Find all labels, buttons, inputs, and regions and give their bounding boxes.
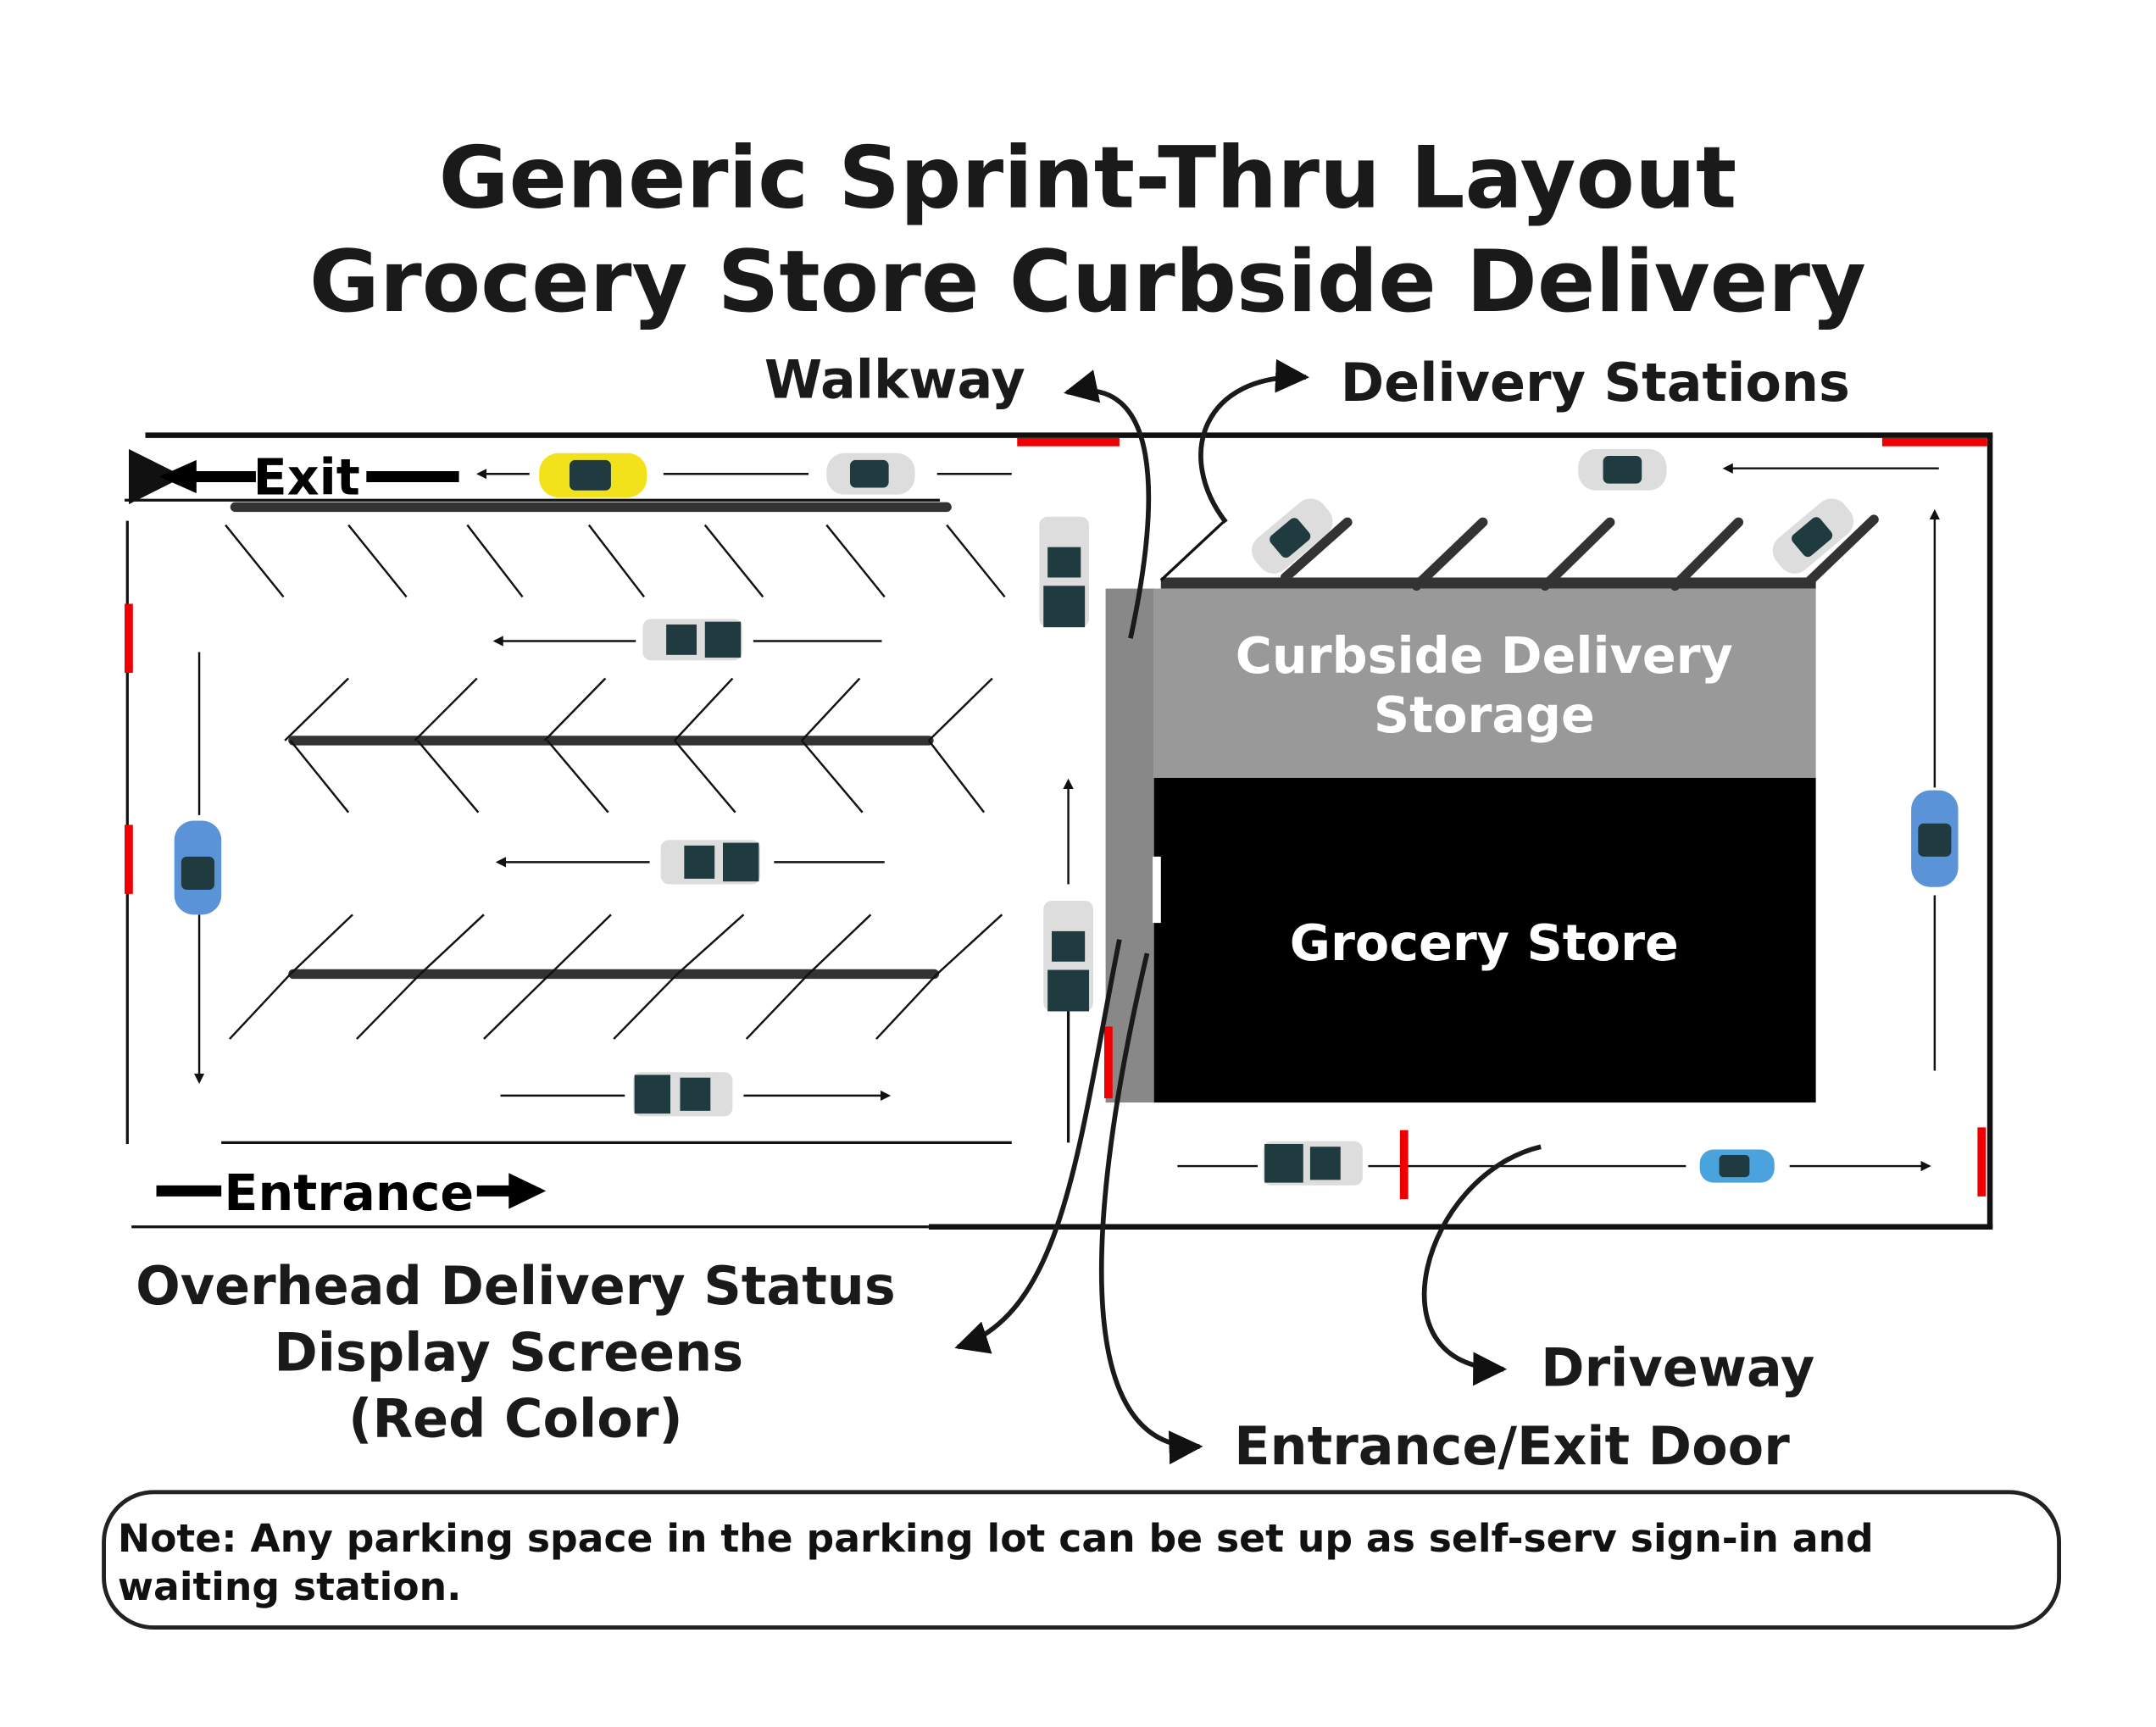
store-label: Grocery Store [1290, 914, 1679, 972]
truck-icon [633, 1072, 733, 1117]
delivery-stations [1159, 514, 1879, 591]
delivery-stations-label: Delivery Stations [1341, 352, 1850, 414]
walkway-label: Walkway [764, 349, 1025, 411]
entrance-label: Entrance [224, 1164, 474, 1222]
parking-stripes [225, 524, 1006, 1040]
screens-label-2: Display Screens [274, 1321, 743, 1383]
door-label: Entrance/Exit Door [1234, 1415, 1790, 1477]
title-line-1: Generic Sprint-Thru Layout [439, 128, 1737, 228]
storage-label-1: Curbside Delivery [1236, 627, 1733, 685]
cars [174, 448, 1959, 1186]
car-icon [539, 453, 647, 497]
car-icon [1911, 790, 1959, 887]
grocery-store [1153, 777, 1816, 1103]
traffic-arrows [193, 463, 1940, 1172]
entrance-sign: Entrance [156, 1164, 547, 1222]
storage-label-2: Storage [1374, 686, 1595, 744]
exit-label: Exit [253, 449, 360, 507]
truck-icon [660, 840, 761, 885]
title-line-2: Grocery Store Curbside Delivery [309, 231, 1866, 331]
truck-icon [1263, 1141, 1363, 1186]
car-icon [174, 820, 222, 915]
exit-sign: Exit [128, 449, 459, 507]
parking-curbs [230, 502, 952, 980]
note-line-1: Note: Any parking space in the parking l… [118, 1516, 1874, 1561]
walkway-area [1105, 588, 1154, 1103]
car-icon [1252, 498, 1333, 574]
driveway-label: Driveway [1541, 1336, 1814, 1398]
car-icon [826, 453, 915, 495]
entrance-exit-door [1153, 856, 1161, 924]
car-icon [1699, 1149, 1775, 1183]
car-icon [1578, 448, 1667, 491]
display-screens [125, 437, 1987, 1200]
car-icon [1772, 498, 1854, 574]
note-line-2: waiting station. [118, 1564, 462, 1609]
truck-icon [1043, 901, 1093, 1012]
curbside-storage [1153, 588, 1816, 778]
screens-label-1: Overhead Delivery Status [136, 1255, 896, 1317]
note-box [102, 1490, 2062, 1630]
screens-label-3: (Red Color) [348, 1388, 683, 1450]
callout-arrows [954, 358, 1542, 1465]
truck-icon [1039, 516, 1090, 628]
truck-icon [642, 619, 742, 661]
